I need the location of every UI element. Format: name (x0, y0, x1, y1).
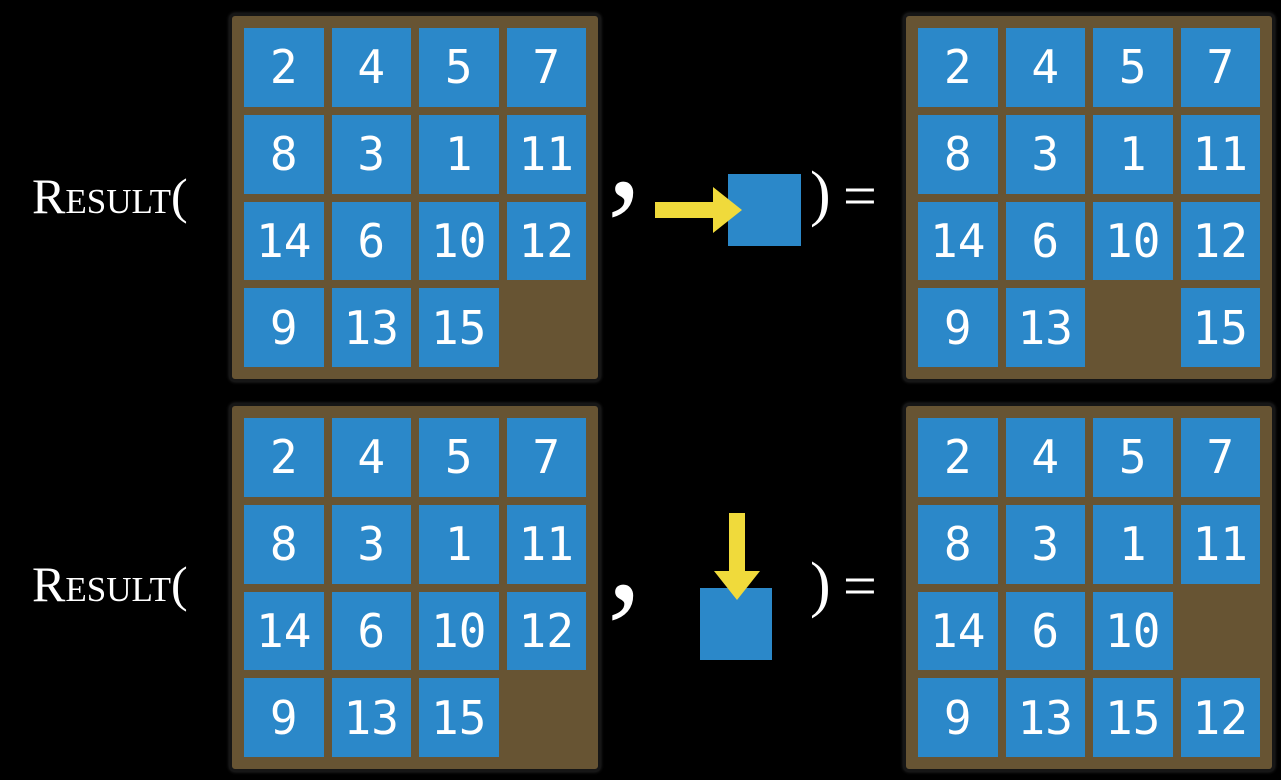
puzzle-tile: 5 (1093, 418, 1173, 497)
puzzle-tile: 9 (918, 678, 998, 757)
puzzle-tile: 1 (1093, 114, 1173, 194)
puzzle-tile: 7 (506, 418, 586, 497)
puzzle-tile: 3 (331, 114, 411, 194)
puzzle-tile: 14 (244, 201, 324, 281)
puzzle-tile: 5 (419, 418, 499, 497)
puzzle-tile: 15 (419, 678, 499, 757)
puzzle-tile: 6 (331, 201, 411, 281)
puzzle-tile: 3 (1005, 504, 1085, 584)
puzzle-tile: 11 (1180, 504, 1260, 584)
puzzle-tile: 15 (419, 288, 499, 367)
action-tile (700, 588, 772, 660)
puzzle-tile: 13 (331, 288, 411, 367)
puzzle-tile: 15 (1093, 678, 1173, 757)
puzzle-tile: 3 (331, 504, 411, 584)
puzzle-tile: 9 (244, 678, 324, 757)
puzzle-tile: 4 (1005, 28, 1085, 107)
puzzle-tile: 4 (331, 28, 411, 107)
puzzle-tile: 14 (918, 591, 998, 671)
puzzle-tile: 1 (419, 504, 499, 584)
puzzle-tile: 8 (244, 114, 324, 194)
puzzle-tile: 1 (1093, 504, 1173, 584)
puzzle-tile: 2 (918, 418, 998, 497)
puzzle-tile: 10 (1093, 201, 1173, 281)
empty-cell (507, 678, 587, 757)
right-arrow-icon (655, 187, 742, 233)
puzzle-tile: 12 (506, 591, 586, 671)
puzzle-tile: 8 (918, 114, 998, 194)
puzzle-tile: 11 (506, 504, 586, 584)
down-arrow-icon (714, 513, 760, 600)
puzzle-tile: 11 (506, 114, 586, 194)
puzzle-tile: 2 (918, 28, 998, 107)
equals-sign: = (843, 553, 877, 619)
puzzle-tile: 11 (1180, 114, 1260, 194)
puzzle-tile: 9 (918, 288, 998, 367)
puzzle-tile: 7 (1180, 28, 1260, 107)
puzzle-tile: 3 (1005, 114, 1085, 194)
puzzle-tile: 4 (331, 418, 411, 497)
puzzle-tile: 14 (244, 591, 324, 671)
puzzle-tile: 12 (1180, 201, 1260, 281)
comma-separator: , (607, 475, 642, 630)
empty-cell (507, 288, 587, 367)
puzzle-tile: 5 (419, 28, 499, 107)
puzzle-tile: 8 (918, 504, 998, 584)
puzzle-tile: 10 (1093, 591, 1173, 671)
puzzle-tile: 6 (331, 591, 411, 671)
puzzle-tile: 10 (419, 591, 499, 671)
puzzle-tile: 12 (1180, 678, 1260, 757)
puzzle-tile: 9 (244, 288, 324, 367)
puzzle-tile: 1 (419, 114, 499, 194)
puzzle-tile: 13 (1005, 678, 1085, 757)
close-paren: ) (810, 551, 831, 619)
puzzle-tile: 5 (1093, 28, 1173, 107)
puzzle-tile: 7 (1180, 418, 1260, 497)
puzzle-tile: 2 (244, 28, 324, 107)
puzzle-tile: 6 (1005, 201, 1085, 281)
result-function-label: Result( (32, 168, 188, 224)
puzzle-tile: 8 (244, 504, 324, 584)
result-function-label: Result( (32, 556, 188, 612)
puzzle-tile: 12 (506, 201, 586, 281)
puzzle-tile: 7 (506, 28, 586, 107)
puzzle-tile: 10 (419, 201, 499, 281)
comma-separator: , (607, 72, 642, 227)
equals-sign: = (843, 163, 877, 229)
puzzle-tile: 2 (244, 418, 324, 497)
empty-cell (1181, 592, 1261, 671)
close-paren: ) (810, 160, 831, 228)
puzzle-tile: 14 (918, 201, 998, 281)
puzzle-tile: 6 (1005, 591, 1085, 671)
puzzle-tile: 13 (1005, 288, 1085, 367)
puzzle-tile: 13 (331, 678, 411, 757)
empty-cell (1093, 288, 1173, 367)
puzzle-tile: 15 (1180, 288, 1260, 367)
puzzle-tile: 4 (1005, 418, 1085, 497)
